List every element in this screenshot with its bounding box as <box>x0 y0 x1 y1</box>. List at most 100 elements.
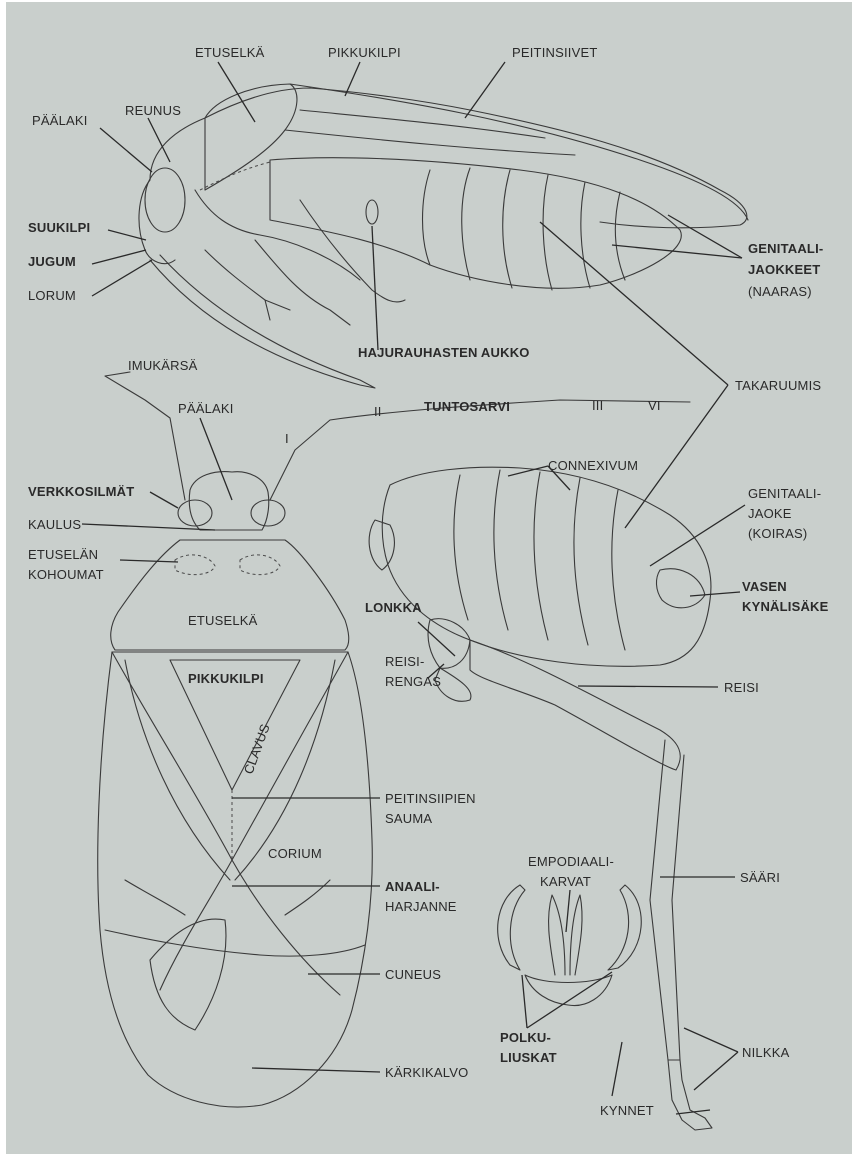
lateral-abdomen-segments <box>454 470 625 650</box>
label-kaulus: KAULUS <box>28 517 81 532</box>
label-anaali-1: ANAALI- <box>385 879 440 894</box>
side-abdomen-segments <box>423 168 626 290</box>
label-paalaki-bottom: PÄÄLAKI <box>178 401 234 416</box>
label-genitaali-jaokkeet-2: JAOKKEET <box>748 262 820 277</box>
label-etuselan-1: ETUSELÄN <box>28 547 98 562</box>
label-peitinsiipien-1: PEITINSIIPIEN <box>385 791 476 806</box>
label-peitinsiipien-2: SAUMA <box>385 811 432 826</box>
side-wing-vein <box>300 110 545 138</box>
label-lorum: LORUM <box>28 288 76 303</box>
leader-verkkosilmat <box>150 492 178 508</box>
empodial-hairs <box>549 895 583 975</box>
label-genitaali-jaoke-2: JAOKE <box>748 506 792 521</box>
label-hajurauhasten: HAJURAUHASTEN AUKKO <box>358 345 530 360</box>
label-corium: CORIUM <box>268 846 322 861</box>
label-jugum: JUGUM <box>28 254 76 269</box>
leader-takaruumis-1 <box>540 222 728 385</box>
label-saari: SÄÄRI <box>740 870 780 885</box>
leader-kaulus <box>82 524 215 530</box>
labels: ETUSELKÄ PIKKUKILPI PEITINSIIVET PÄÄLAKI… <box>28 45 829 1118</box>
lateral-tibia <box>650 740 684 1060</box>
label-roman-iii: III <box>592 398 603 413</box>
label-pikkukilpi-top: PIKKUKILPI <box>328 45 401 60</box>
label-suukilpi: SUUKILPI <box>28 220 90 235</box>
leader-karkikalvo <box>252 1068 380 1072</box>
label-cuneus: CUNEUS <box>385 967 441 982</box>
leader-jugum <box>92 250 146 264</box>
label-roman-i: I <box>285 431 289 446</box>
label-anaali-2: HARJANNE <box>385 899 457 914</box>
label-nilkka: NILKKA <box>742 1045 790 1060</box>
label-genitaali-jaoke-1: GENITAALI- <box>748 486 821 501</box>
side-dotted-suture <box>200 162 270 190</box>
leader-genitaali-jaoke <box>650 505 745 566</box>
leader-lines <box>82 62 745 1114</box>
leader-peitinsiivet <box>465 62 505 118</box>
side-scent-gland-opening <box>366 200 378 224</box>
side-wing-inner-edge <box>285 130 575 155</box>
label-karkikalvo: KÄRKIKALVO <box>385 1065 468 1080</box>
dorsal-left-eye <box>178 500 212 526</box>
label-pikkukilpi-bottom: PIKKUKILPI <box>188 671 264 686</box>
label-etuselka-bottom: ETUSELKÄ <box>188 613 258 628</box>
lateral-femur <box>470 640 680 770</box>
label-vasen-2: KYNÄLISÄKE <box>742 599 829 614</box>
label-genitaali-jaokkeet-1: GENITAALI- <box>748 241 823 256</box>
label-roman-ii: II <box>374 404 382 419</box>
leader-reunus <box>148 118 170 162</box>
label-naaras: (NAARAS) <box>748 284 812 299</box>
label-roman-vi: VI <box>648 398 661 413</box>
dorsal-corium-marks <box>125 880 330 915</box>
side-compound-eye <box>145 168 185 232</box>
claw-left <box>498 885 525 970</box>
leader-lonkka <box>418 622 455 656</box>
side-mid-leg <box>255 240 350 325</box>
label-etuselka-top: ETUSELKÄ <box>195 45 265 60</box>
dorsal-right-clavus-edge <box>160 652 348 990</box>
leader-vasen <box>690 592 740 596</box>
label-koiras: (KOIRAS) <box>748 526 807 541</box>
label-takaruumis: TAKARUUMIS <box>735 378 821 393</box>
leader-pikkukilpi-top <box>345 62 360 96</box>
dorsal-pronotal-callosities <box>175 555 280 575</box>
lateral-coxa <box>428 619 470 669</box>
side-abdomen <box>270 158 681 289</box>
side-front-leg <box>205 250 290 320</box>
label-reisirengas-1: REISI- <box>385 654 424 669</box>
label-empodiaali-2: KARVAT <box>540 874 591 889</box>
leader-empodiaali <box>566 890 570 932</box>
label-reisi: REISI <box>724 680 759 695</box>
label-lonkka: LONKKA <box>365 600 422 615</box>
lateral-tarsus <box>668 1060 712 1130</box>
leader-reisi <box>578 686 718 687</box>
leader-etuselan <box>120 560 178 562</box>
label-polku-1: POLKU- <box>500 1030 551 1045</box>
leader-kynnet-1 <box>612 1042 622 1096</box>
label-verkkosilmat: VERKKOSILMÄT <box>28 484 134 499</box>
side-body-upper-outline <box>150 88 747 228</box>
label-etuselan-2: KOHOUMAT <box>28 567 104 582</box>
label-reisirengas-2: RENGAS <box>385 674 441 689</box>
label-peitinsiivet: PEITINSIIVET <box>512 45 597 60</box>
side-head-front <box>139 180 175 264</box>
dorsal-antenna-right <box>270 400 690 500</box>
side-pronotum <box>205 84 297 190</box>
side-hind-leg <box>300 200 405 302</box>
label-paalaki-top: PÄÄLAKI <box>32 113 88 128</box>
leader-etuselka-top <box>218 62 255 122</box>
label-tuntosarvi: TUNTOSARVI <box>424 399 510 414</box>
dorsal-antenna-left <box>105 372 185 500</box>
dorsal-view-insect <box>98 372 690 1107</box>
lateral-paramere <box>656 569 705 608</box>
leader-paalaki-top <box>100 128 152 172</box>
label-clavus: CLAVUS <box>241 722 273 776</box>
leader-paalaki-bottom <box>200 418 232 500</box>
leader-nilkka-1 <box>684 1028 738 1052</box>
label-kynnet: KYNNET <box>600 1103 654 1118</box>
label-empodiaali-1: EMPODIAALI- <box>528 854 614 869</box>
label-vasen-1: VASEN <box>742 579 787 594</box>
dorsal-pronotum <box>111 540 349 650</box>
label-polku-2: LIUSKAT <box>500 1050 557 1065</box>
